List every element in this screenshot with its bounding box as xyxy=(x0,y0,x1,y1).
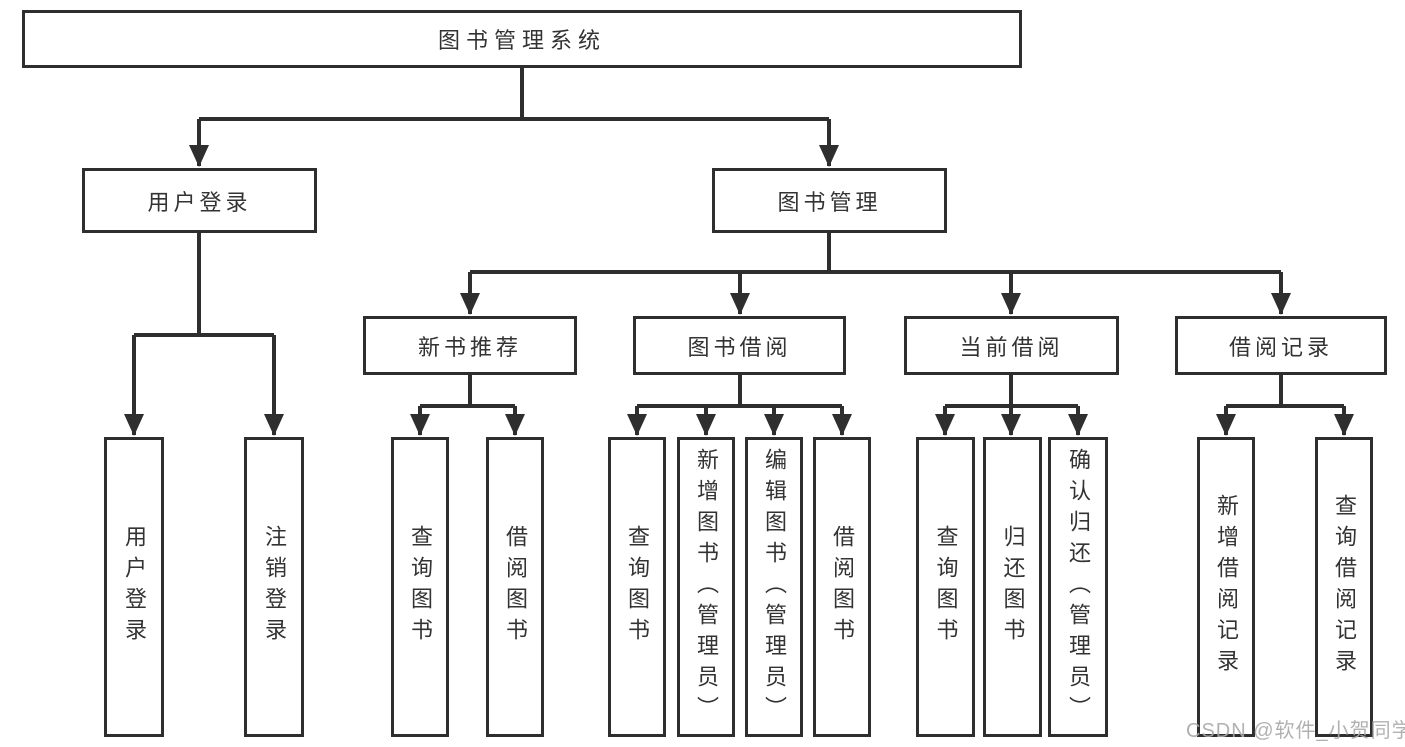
leaf-query-book-1-label: 查询图书 xyxy=(408,525,433,649)
node-root: 图书管理系统 xyxy=(22,10,1022,68)
leaf-return-book: 归还图书 xyxy=(983,437,1042,737)
leaf-query-book-2-label: 查询图书 xyxy=(625,525,650,649)
node-current-borrow: 当前借阅 xyxy=(904,316,1119,375)
node-book-borrow-label: 图书借阅 xyxy=(687,334,792,360)
leaf-borrow-book-1-label: 借阅图书 xyxy=(503,525,528,649)
node-user-login: 用户登录 xyxy=(82,168,317,233)
leaf-confirm-return: 确认归还（管理员） xyxy=(1048,437,1108,737)
node-borrow-record: 借阅记录 xyxy=(1175,316,1387,375)
leaf-query-book-2: 查询图书 xyxy=(608,437,666,737)
node-new-book-label: 新书推荐 xyxy=(417,334,522,360)
leaf-query-book-1: 查询图书 xyxy=(391,437,449,737)
leaf-borrow-book-1: 借阅图书 xyxy=(486,437,544,737)
leaf-return-book-label: 归还图书 xyxy=(1000,525,1026,649)
leaf-user-login: 用户登录 xyxy=(104,437,164,737)
leaf-logout-label: 注销登录 xyxy=(262,525,287,649)
node-new-book: 新书推荐 xyxy=(363,316,577,375)
node-book-borrow: 图书借阅 xyxy=(633,316,846,375)
leaf-borrow-book-2-label: 借阅图书 xyxy=(830,525,855,649)
leaf-edit-book-label: 编辑图书（管理员） xyxy=(762,447,787,727)
leaf-query-book-3: 查询图书 xyxy=(916,437,975,737)
leaf-query-borrow-record-label: 查询借阅记录 xyxy=(1332,494,1357,680)
node-current-borrow-label: 当前借阅 xyxy=(959,334,1064,360)
leaf-user-login-label: 用户登录 xyxy=(122,525,147,649)
node-book-mgmt-label: 图书管理 xyxy=(777,189,882,215)
node-borrow-record-label: 借阅记录 xyxy=(1228,334,1333,360)
leaf-add-borrow-record: 新增借阅记录 xyxy=(1197,437,1255,737)
leaf-add-book-label: 新增图书（管理员） xyxy=(694,447,719,727)
leaf-confirm-return-label: 确认归还（管理员） xyxy=(1066,447,1091,727)
node-root-label: 图书管理系统 xyxy=(437,28,606,53)
leaf-add-book: 新增图书（管理员） xyxy=(677,437,735,737)
leaf-query-book-3-label: 查询图书 xyxy=(933,525,959,649)
leaf-edit-book: 编辑图书（管理员） xyxy=(745,437,803,737)
leaf-borrow-book-2: 借阅图书 xyxy=(813,437,871,737)
leaf-add-borrow-record-label: 新增借阅记录 xyxy=(1214,494,1239,680)
leaf-query-borrow-record: 查询借阅记录 xyxy=(1315,437,1373,737)
node-user-login-label: 用户登录 xyxy=(147,189,252,215)
csdn-watermark: CSDN @软件_小贺同学 xyxy=(1186,720,1405,742)
leaf-logout: 注销登录 xyxy=(244,437,304,737)
node-book-mgmt: 图书管理 xyxy=(712,168,947,233)
